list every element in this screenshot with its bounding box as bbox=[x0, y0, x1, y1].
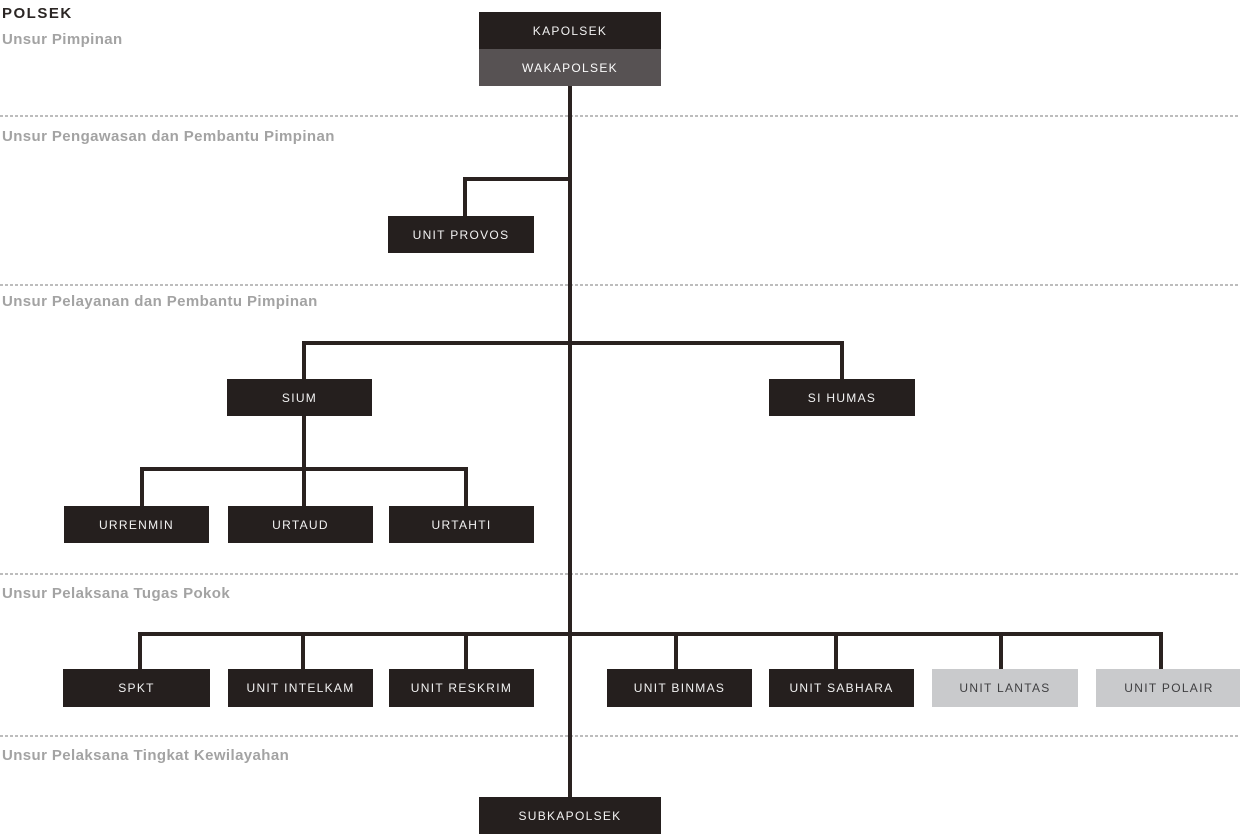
node-label: SPKT bbox=[118, 681, 155, 695]
node-unit-binmas: UNIT BINMAS bbox=[607, 669, 752, 707]
section-heading: Unsur Pelaksana Tugas Pokok bbox=[2, 585, 231, 602]
connector-urtaud-drop bbox=[302, 467, 306, 506]
node-label: UNIT BINMAS bbox=[633, 681, 726, 695]
node-label: UNIT LANTAS bbox=[959, 681, 1051, 695]
connector-pelayanan-branch-h bbox=[302, 341, 844, 345]
section-divider bbox=[0, 284, 1240, 286]
connector-sium-drop bbox=[302, 341, 306, 379]
connector-provos-drop bbox=[463, 177, 467, 216]
node-unit-provos: UNIT PROVOS bbox=[388, 216, 534, 253]
node-label: SUBKAPOLSEK bbox=[518, 808, 622, 823]
connector-lantas-drop bbox=[999, 632, 1003, 669]
connector-urrenmin-drop bbox=[140, 467, 144, 506]
node-unit-reskrim: UNIT RESKRIM bbox=[389, 669, 534, 707]
node-label: UNIT SABHARA bbox=[789, 681, 894, 695]
section-heading: Unsur Pelayanan dan Pembantu Pimpinan bbox=[2, 293, 318, 310]
connector-intelkam-drop bbox=[301, 632, 305, 669]
section-divider bbox=[0, 573, 1240, 575]
section-divider bbox=[0, 115, 1240, 117]
node-unit-lantas: UNIT LANTAS bbox=[932, 669, 1078, 707]
connector-pokok-branch-h bbox=[138, 632, 1163, 636]
node-spkt: SPKT bbox=[63, 669, 210, 707]
node-sium: SIUM bbox=[227, 379, 372, 416]
node-urrenmin: URRENMIN bbox=[64, 506, 209, 543]
node-unit-intelkam: UNIT INTELKAM bbox=[228, 669, 373, 707]
node-label: URTAUD bbox=[272, 517, 329, 532]
node-urtaud: URTAUD bbox=[228, 506, 373, 543]
node-label: UNIT PROVOS bbox=[412, 227, 510, 242]
node-subkapolsek: SUBKAPOLSEK bbox=[479, 797, 661, 834]
connector-reskrim-drop bbox=[464, 632, 468, 669]
node-wakapolsek: WAKAPOLSEK bbox=[479, 49, 661, 86]
node-label: WAKAPOLSEK bbox=[522, 60, 618, 75]
node-label: SIUM bbox=[281, 390, 318, 405]
section-divider bbox=[0, 735, 1240, 737]
node-label: URRENMIN bbox=[98, 517, 175, 532]
connector-sium-lower-stem bbox=[302, 416, 306, 471]
connector-provos-branch-h bbox=[463, 177, 572, 181]
node-label: UNIT RESKRIM bbox=[410, 681, 513, 695]
node-label: UNIT INTELKAM bbox=[246, 681, 355, 695]
connector-si-humas-drop bbox=[840, 341, 844, 379]
connector-sabhara-drop bbox=[834, 632, 838, 669]
node-urtahti: URTAHTI bbox=[389, 506, 534, 543]
node-label: URTAHTI bbox=[431, 517, 492, 532]
connector-binmas-drop bbox=[674, 632, 678, 669]
node-unit-polair: UNIT POLAIR bbox=[1096, 669, 1240, 707]
section-heading: Unsur Pimpinan bbox=[2, 31, 123, 48]
node-kapolsek: KAPOLSEK bbox=[479, 12, 661, 49]
connector-polair-drop bbox=[1159, 632, 1163, 669]
node-label: KAPOLSEK bbox=[532, 23, 608, 38]
section-heading: Unsur Pengawasan dan Pembantu Pimpinan bbox=[2, 128, 335, 145]
connector-main-vertical bbox=[568, 86, 572, 797]
node-label: SI HUMAS bbox=[807, 390, 877, 405]
page-title: POLSEK bbox=[2, 5, 73, 22]
section-heading: Unsur Pelaksana Tingkat Kewilayahan bbox=[2, 747, 290, 764]
node-unit-sabhara: UNIT SABHARA bbox=[769, 669, 914, 707]
connector-spkt-drop bbox=[138, 632, 142, 669]
node-si-humas: SI HUMAS bbox=[769, 379, 915, 416]
connector-urtahti-drop bbox=[464, 467, 468, 506]
node-label: UNIT POLAIR bbox=[1124, 681, 1214, 695]
